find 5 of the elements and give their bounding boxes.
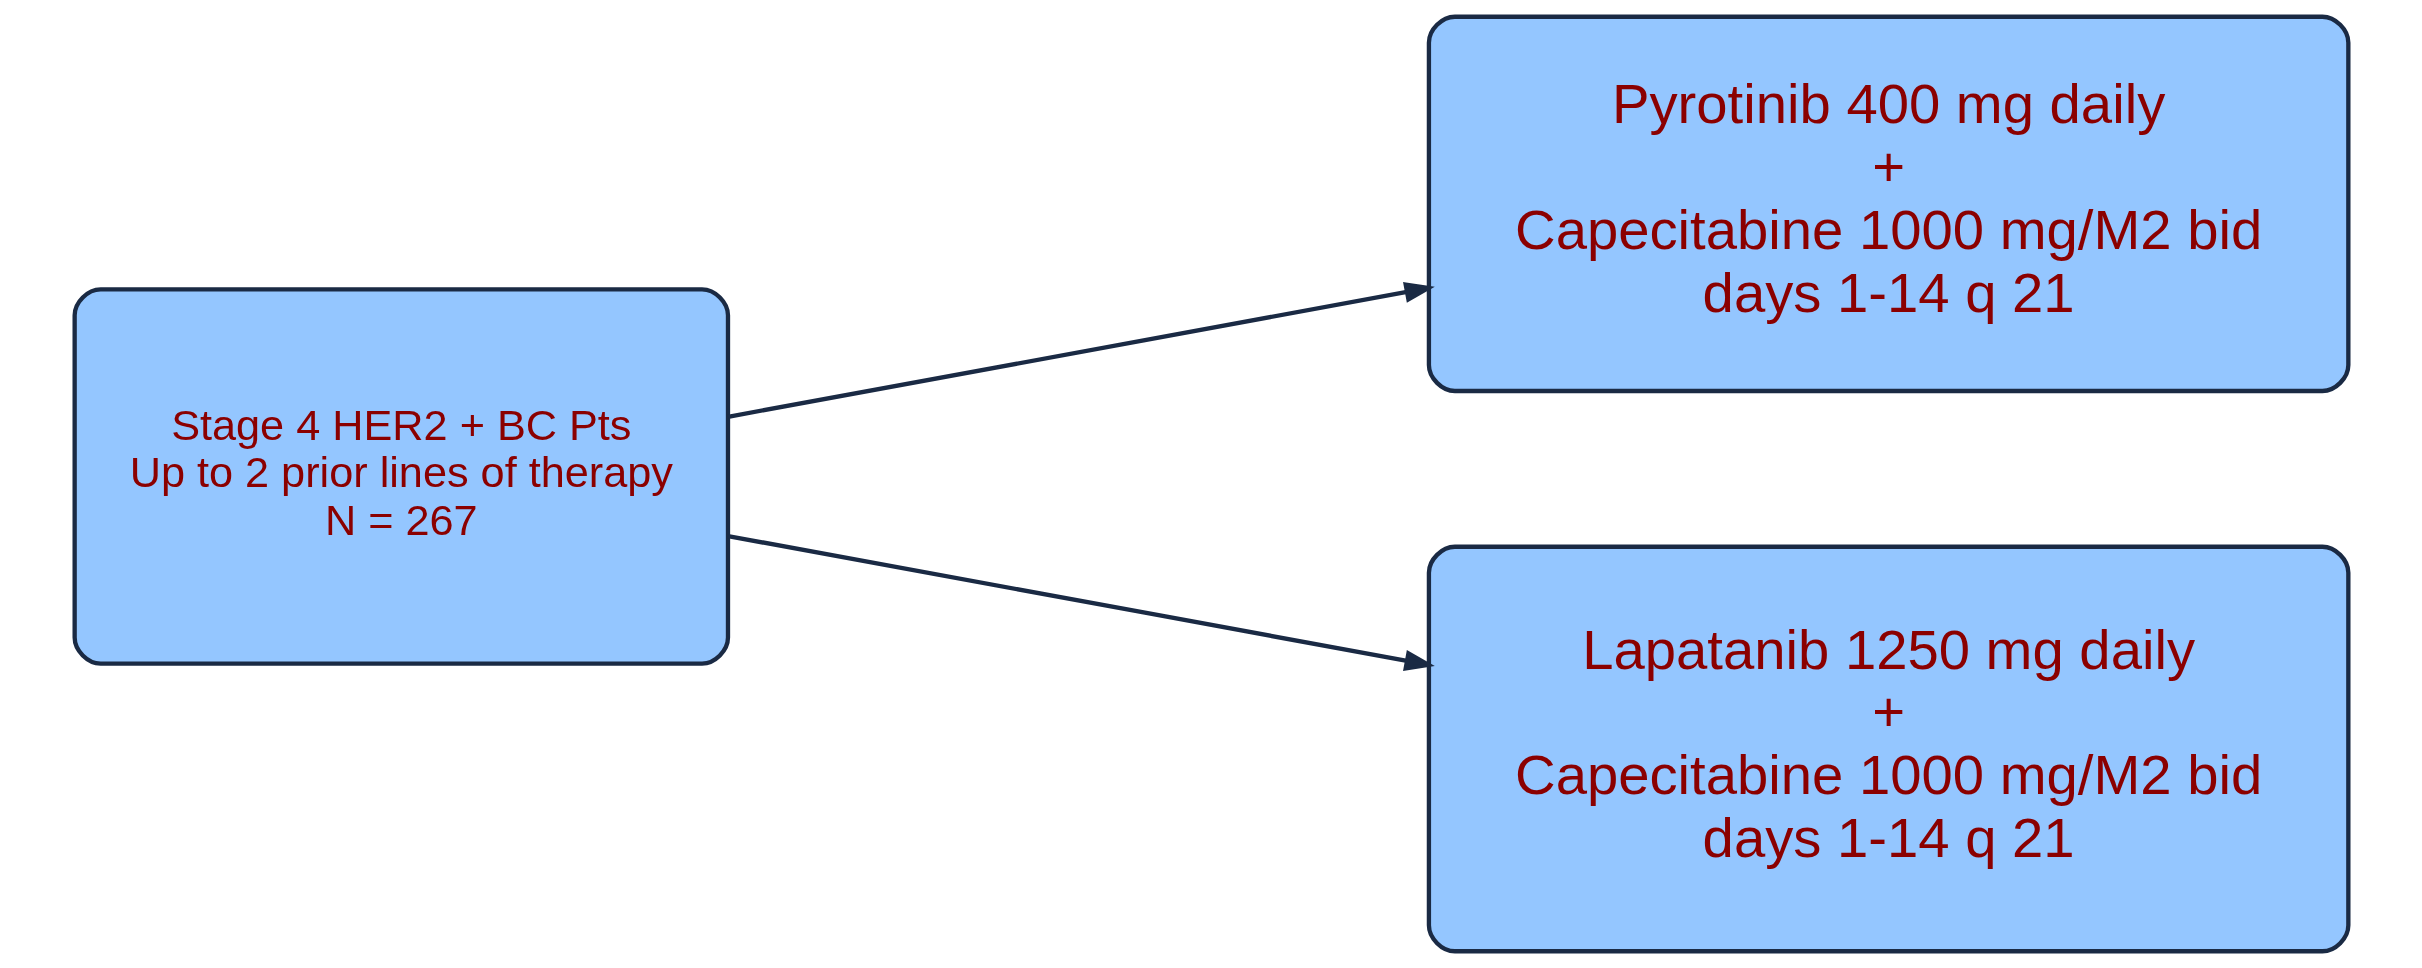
node-box: Lapatanib 1250 mg daily + Capecitabine 1000 mg/M2 bid days 1-14 q 21 — [1426, 544, 2350, 954]
arrow — [727, 281, 1435, 419]
node-box: Pyrotinib 400 mg daily + Capecitabine 1000 mg/M2 bid days 1-14 q 21 — [1426, 14, 2350, 394]
arrow — [727, 533, 1435, 671]
node-box: Stage 4 HER2 + BC Pts Up to 2 prior lines of therapy N = 267 — [72, 287, 730, 666]
